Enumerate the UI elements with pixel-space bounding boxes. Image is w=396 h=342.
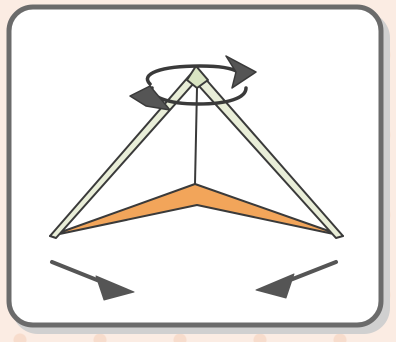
diagram-canvas bbox=[0, 0, 396, 342]
fold-diagram bbox=[0, 0, 396, 342]
